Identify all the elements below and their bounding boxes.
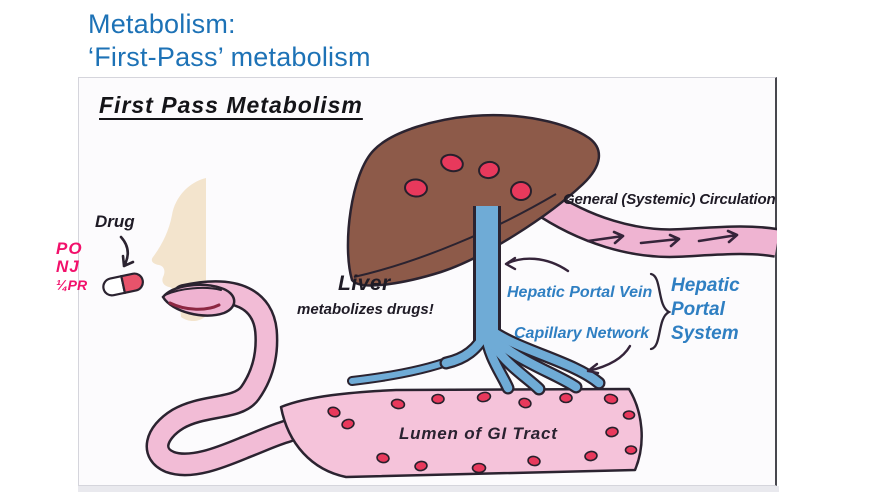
esophagus-stomach-shape: [145, 280, 300, 477]
mesenteric-vessel-shape: [347, 355, 457, 386]
liver-caption: metabolizes drugs!: [297, 301, 434, 318]
systemic-vessel-shape: [531, 187, 777, 259]
drug-label: Drug: [95, 212, 135, 231]
slide-bottom-edge: [78, 486, 779, 492]
diagram-heading: First Pass Metabolism: [99, 92, 363, 118]
diagram-canvas: [102, 113, 777, 479]
hepatic-portal-vein-label: Hepatic Portal Vein: [507, 284, 653, 301]
liver-label: Liver: [338, 272, 391, 295]
drug-particles-gi: [327, 391, 638, 474]
drug-arrow-icon: [119, 235, 135, 268]
route-annotation-line2: NJ: [56, 257, 80, 276]
brace-icon: [649, 272, 672, 351]
hepatic-portal-system-line3: System: [671, 323, 739, 344]
slide-title-line1: Metabolism:: [88, 9, 236, 39]
gi-tract-shape: [279, 387, 643, 479]
hepatic-portal-system-line1: Hepatic: [671, 275, 740, 296]
route-annotation-line3: ¼PR: [56, 277, 88, 293]
route-annotation-line1: PO: [56, 239, 83, 258]
liver-shape: [346, 113, 600, 287]
drug-particles-liver: [404, 153, 500, 198]
mouth-shape: [161, 283, 236, 317]
portal-vein-shape: [439, 206, 606, 396]
hepatic-portal-system-line2: Portal: [671, 299, 725, 320]
route-annotation: PO NJ ¼PR: [56, 240, 87, 294]
drug-pill: [102, 272, 144, 297]
flow-arrow-icons: [586, 229, 739, 248]
systemic-circulation-label: General (Systemic) Circulation: [563, 191, 776, 208]
hepatic-portal-system-label: Hepatic Portal System: [671, 274, 740, 346]
slide-title: Metabolism: ‘First-Pass’ metabolism: [88, 8, 371, 74]
capillary-network-label: Capillary Network: [514, 325, 650, 342]
gi-lumen-label: Lumen of GI Tract: [399, 424, 558, 443]
capillary-network-arrow-icon: [586, 344, 632, 375]
drug-particle-junction: [510, 181, 532, 201]
hepatic-portal-vein-arrow-icon: [504, 256, 570, 273]
slide-title-line2: ‘First-Pass’ metabolism: [88, 42, 371, 72]
